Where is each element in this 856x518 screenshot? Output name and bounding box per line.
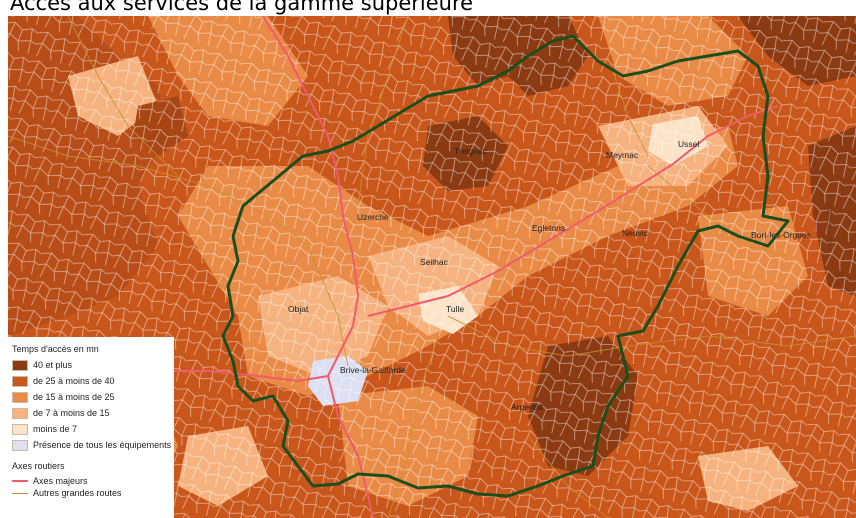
legend-road-row: Autres grandes routes (12, 487, 122, 499)
legend-swatch (12, 423, 28, 435)
town-label-tulle: Tulle (446, 304, 464, 314)
legend-row: 40 et plus (12, 359, 72, 371)
legend-swatch (12, 375, 28, 387)
town-label-uzerche: Uzerche (357, 212, 389, 222)
major-roads (8, 16, 779, 518)
town-label-seilhac: Seilhac (420, 257, 449, 267)
legend-row: de 7 à moins de 15 (12, 407, 110, 419)
town-label-neuvic: Neuvic (622, 228, 649, 238)
legend-swatch (12, 391, 28, 403)
department-boundary (221, 34, 790, 498)
town-label-objat: Objat (288, 304, 309, 314)
legend-label: moins de 7 (33, 424, 78, 434)
legend-label: de 15 à moins de 25 (33, 392, 115, 402)
legend-road-label: Autres grandes routes (33, 488, 122, 498)
legend-road-line (12, 480, 28, 482)
legend-road-label: Axes majeurs (33, 476, 88, 486)
legend-label: de 7 à moins de 15 (33, 408, 110, 418)
legend-swatch (12, 407, 28, 419)
town-label-bort: Bort-les-Orgues (751, 230, 811, 240)
legend-row: Présence de tous les équipements (12, 439, 171, 451)
legend-row: de 15 à moins de 25 (12, 391, 115, 403)
legend-label: Présence de tous les équipements (33, 440, 172, 450)
town-label-meymac: Meymac (606, 150, 639, 160)
legend-roads-title: Axes routiers (12, 461, 65, 471)
legend-road-row: Axes majeurs (12, 475, 88, 487)
legend-road-line (12, 492, 28, 494)
legend-swatch (12, 439, 28, 451)
town-label-treignac: Treignac (454, 146, 488, 156)
legend-row: de 25 à moins de 40 (12, 375, 115, 387)
town-label-egletons: Egletons (532, 223, 565, 233)
legend-title: Temps d'accès en mn (12, 344, 99, 354)
town-label-ussel: Ussel (678, 139, 699, 149)
legend-label: de 25 à moins de 40 (33, 376, 115, 386)
map-legend: Temps d'accès en mn 40 et plus de 25 à m… (8, 337, 174, 518)
legend-row: moins de 7 (12, 423, 77, 435)
map-title: Accès aux services de la gamme supérieur… (10, 0, 474, 15)
legend-label: 40 et plus (33, 360, 73, 370)
town-label-brive: Brive-la-Gaillarde (340, 365, 406, 375)
legend-swatch (12, 359, 28, 371)
town-label-argentat: Argentat (511, 402, 544, 412)
map-credit: © IGN-Insee 2016 (825, 195, 832, 252)
